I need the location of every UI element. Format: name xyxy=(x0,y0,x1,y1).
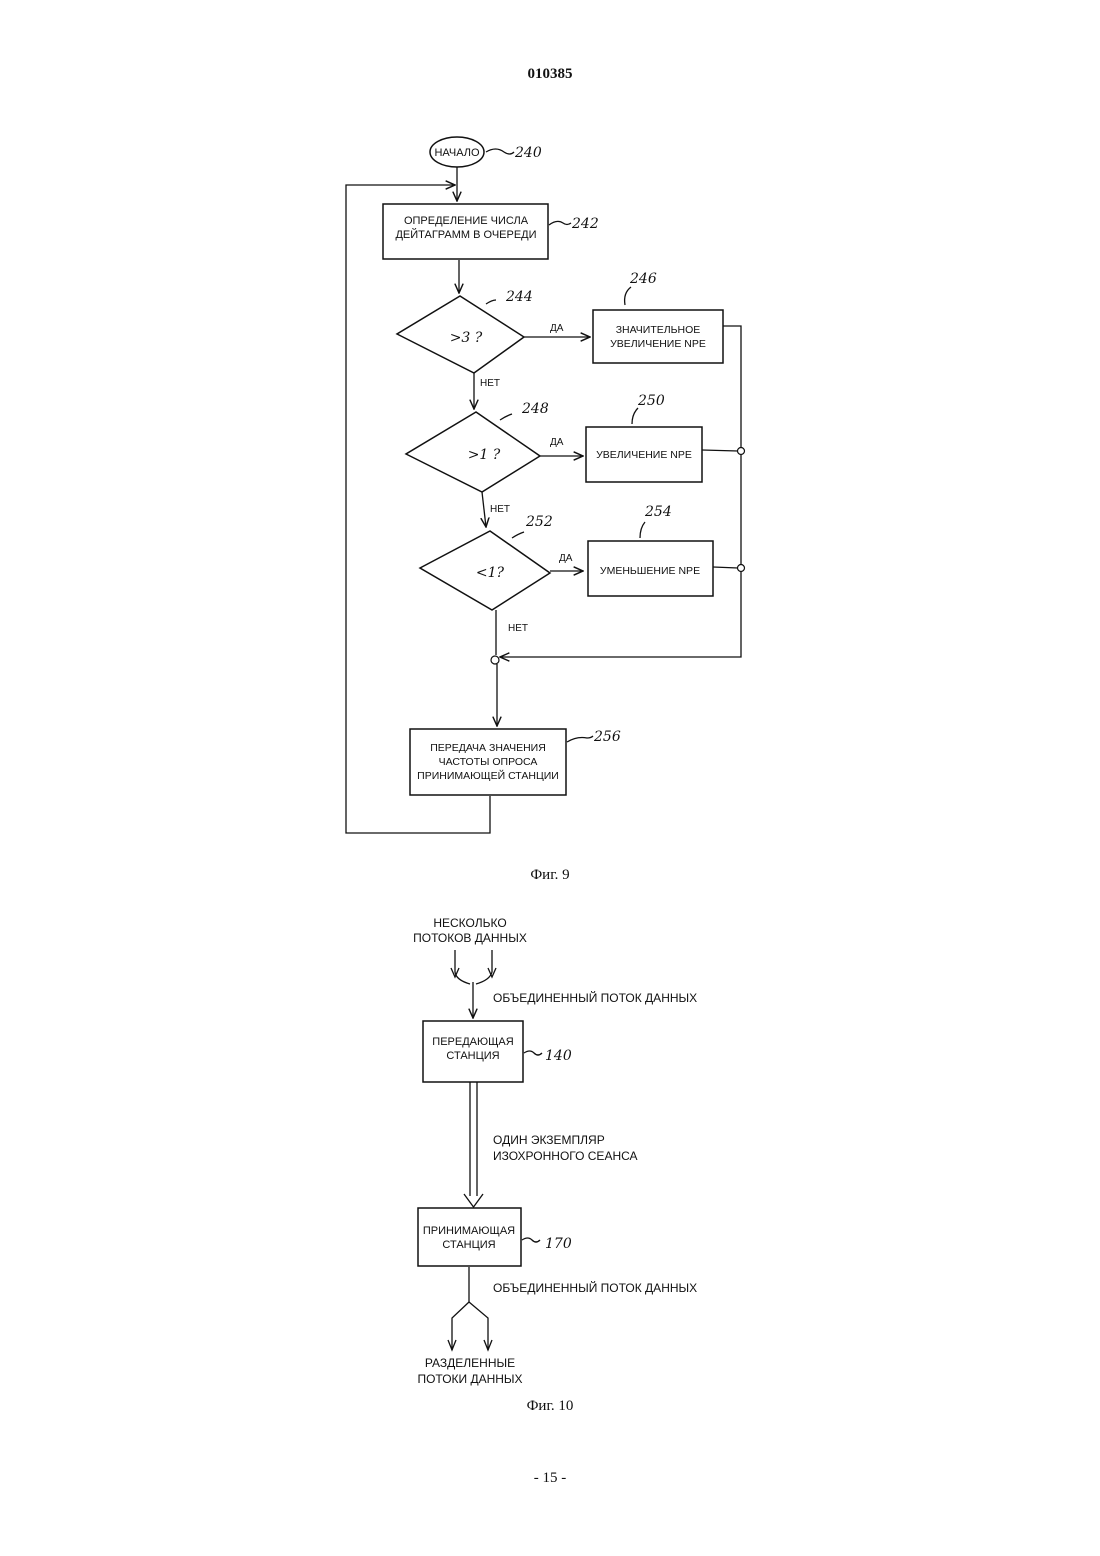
ref-254: 254 xyxy=(644,504,672,520)
combined-stream-label-bottom: ОБЪЕДИНЕННЫЙ ПОТОК ДАННЫХ xyxy=(493,1280,697,1295)
step-256-line-2: ЧАСТОТЫ ОПРОСА xyxy=(439,756,538,768)
sender-line-1: ПЕРЕДАЮЩАЯ xyxy=(432,1036,513,1048)
ref-140: 140 xyxy=(545,1048,572,1064)
ref-250: 250 xyxy=(637,393,665,409)
decision-248-condition: >1 ? xyxy=(468,447,501,463)
merge-point xyxy=(491,656,499,664)
merge-point xyxy=(738,565,745,572)
step-box-256: ПЕРЕДАЧА ЗНАЧЕНИЯ ЧАСТОТЫ ОПРОСА ПРИНИМА… xyxy=(410,729,621,795)
step-256-line-3: ПРИНИМАЮЩЕЙ СТАНЦИИ xyxy=(417,769,559,782)
session-double-arrow xyxy=(464,1082,483,1207)
decision-252-yes: ДА xyxy=(559,553,573,564)
decision-248-no: НЕТ xyxy=(490,504,510,515)
combined-stream-label-top: ОБЪЕДИНЕННЫЙ ПОТОК ДАННЫХ xyxy=(493,990,697,1005)
output-streams-line-2: ПОТОКИ ДАННЫХ xyxy=(417,1372,522,1386)
action-box-254: УМЕНЬШЕНИЕ NPE 254 xyxy=(588,504,713,596)
session-label-line-1: ОДИН ЭКЗЕМПЛЯР xyxy=(493,1133,605,1147)
decision-244-no: НЕТ xyxy=(480,378,500,389)
receiver-station-box: ПРИНИМАЮЩАЯ СТАНЦИЯ 170 xyxy=(418,1208,572,1266)
decision-244: >3 ? 244 ДА НЕТ xyxy=(397,289,590,409)
step-256-line-1: ПЕРЕДАЧА ЗНАЧЕНИЯ xyxy=(430,742,546,754)
ref-256: 256 xyxy=(593,729,621,745)
input-stream-2 xyxy=(476,950,492,984)
figure-10-diagram: НЕСКОЛЬКО ПОТОКОВ ДАННЫХ ОБЪЕДИНЕННЫЙ ПО… xyxy=(413,916,697,1386)
page-number: - 15 - xyxy=(0,1470,1100,1487)
decision-248-yes: ДА xyxy=(550,437,564,448)
sender-line-2: СТАНЦИЯ xyxy=(446,1050,499,1062)
ref-248: 248 xyxy=(521,401,549,417)
ref-242: 242 xyxy=(571,216,599,232)
action-box-246: ЗНАЧИТЕЛЬНОЕ УВЕЛИЧЕНИЕ NPE 246 xyxy=(593,271,723,363)
receiver-line-1: ПРИНИМАЮЩАЯ xyxy=(423,1225,515,1237)
input-streams-line-2: ПОТОКОВ ДАННЫХ xyxy=(413,931,527,945)
start-terminal: НАЧАЛО 240 xyxy=(430,137,542,167)
merge-point xyxy=(738,448,745,455)
decision-252-no: НЕТ xyxy=(508,623,528,634)
step-242-line-2: ДЕЙТАГРАММ В ОЧЕРЕДИ xyxy=(395,228,536,241)
receiver-line-2: СТАНЦИЯ xyxy=(442,1239,495,1251)
input-streams-line-1: НЕСКОЛЬКО xyxy=(433,916,506,930)
merge-line xyxy=(500,326,741,657)
ref-240: 240 xyxy=(514,145,542,161)
action-246-line-1: ЗНАЧИТЕЛЬНОЕ xyxy=(616,324,701,336)
action-box-250: УВЕЛИЧЕНИЕ NPE 250 xyxy=(586,393,702,482)
decision-244-condition: >3 ? xyxy=(450,330,483,346)
ref-252: 252 xyxy=(525,514,553,530)
ref-244: 244 xyxy=(505,289,533,305)
action-250-line-1: УВЕЛИЧЕНИЕ NPE xyxy=(596,449,692,461)
input-stream-1 xyxy=(455,950,470,984)
action-254-line-1: УМЕНЬШЕНИЕ NPE xyxy=(600,565,700,577)
start-label: НАЧАЛО xyxy=(434,147,480,159)
decision-252-condition: <1? xyxy=(476,565,505,581)
ref-246: 246 xyxy=(629,271,657,287)
figure-9-caption: Фиг. 9 xyxy=(0,867,1100,884)
figure-10-caption: Фиг. 10 xyxy=(0,1398,1100,1415)
ref-170: 170 xyxy=(545,1236,572,1252)
step-242-line-1: ОПРЕДЕЛЕНИЕ ЧИСЛА xyxy=(404,215,529,227)
decision-244-yes: ДА xyxy=(550,323,564,334)
step-box-242: ОПРЕДЕЛЕНИЕ ЧИСЛА ДЕЙТАГРАММ В ОЧЕРЕДИ 2… xyxy=(383,204,599,259)
output-streams-line-1: РАЗДЕЛЕННЫЕ xyxy=(425,1356,515,1370)
sender-station-box: ПЕРЕДАЮЩАЯ СТАНЦИЯ 140 xyxy=(423,1021,572,1082)
action-246-line-2: УВЕЛИЧЕНИЕ NPE xyxy=(610,338,706,350)
session-label-line-2: ИЗОХРОННОГО СЕАНСА xyxy=(493,1149,638,1163)
figure-9-flowchart: НАЧАЛО 240 ОПРЕДЕЛЕНИЕ ЧИСЛА ДЕЙТАГРАММ … xyxy=(346,137,745,833)
